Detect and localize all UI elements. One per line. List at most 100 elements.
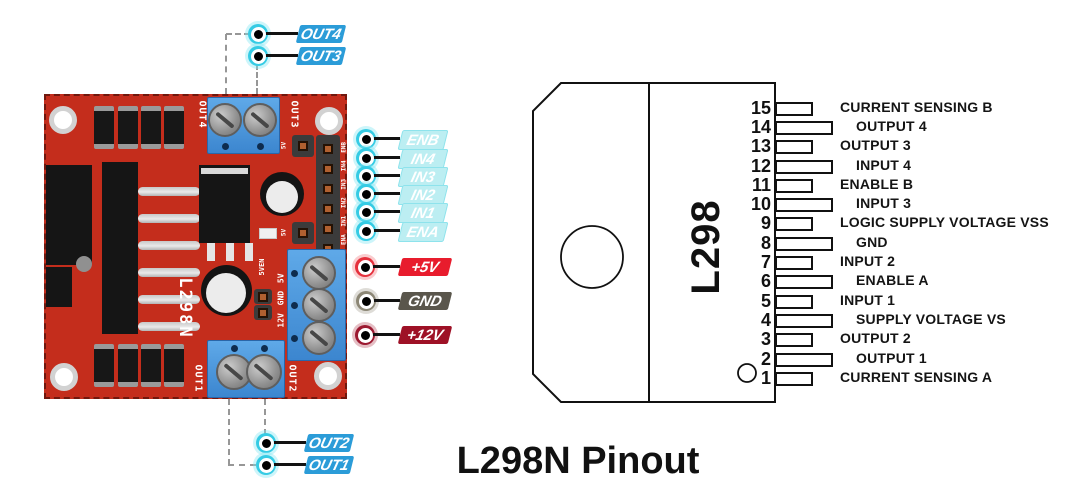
header-pad <box>323 144 333 154</box>
pin-lead <box>775 353 833 367</box>
pcb-board: 5VEN 5V 5V ENA IN1 IN2 IN3 IN4 ENB L298N… <box>44 94 348 399</box>
pin-label: OUTPUT 1 <box>856 350 927 366</box>
pin-label: INPUT 2 <box>840 253 896 269</box>
header-pad <box>323 204 333 214</box>
silkscreen-out3: OUT3 <box>288 100 300 129</box>
dashed-trace <box>264 399 266 435</box>
mounting-hole <box>314 362 342 390</box>
header-strip <box>316 135 340 261</box>
callout-label: OUT2 <box>303 434 355 452</box>
callout-wire <box>266 54 298 57</box>
diode <box>118 344 138 387</box>
pin-label: INPUT 3 <box>856 195 912 211</box>
callout-label: ENA <box>397 222 449 242</box>
dashed-trace <box>225 34 227 94</box>
pin-lead <box>775 372 813 386</box>
pin-lead <box>775 198 833 212</box>
mounting-hole <box>50 363 78 391</box>
pin-lead <box>775 140 813 154</box>
pin-dot <box>248 24 268 44</box>
pin-label: SUPPLY VOLTAGE VS <box>856 311 1006 327</box>
terminal-dot <box>222 143 229 150</box>
capacitor-top <box>206 273 246 313</box>
terminal-dot <box>257 143 264 150</box>
callout-wire <box>373 333 400 336</box>
callout-wire <box>374 210 400 213</box>
pin-number: 6 <box>760 271 771 291</box>
callout-wire <box>274 441 306 444</box>
pin-label: INPUT 1 <box>840 292 896 308</box>
capacitor-top <box>266 181 298 213</box>
terminal-dot <box>291 335 298 342</box>
diode <box>141 344 161 387</box>
pin-lead <box>775 217 813 231</box>
pin-dot <box>256 433 276 453</box>
pin-dot <box>355 257 375 277</box>
pin-lead <box>775 275 833 289</box>
pin-label: LOGIC SUPPLY VOLTAGE VSS <box>840 214 1049 230</box>
terminal-dot <box>291 302 298 309</box>
pin-number: 9 <box>760 213 771 233</box>
mounting-hole <box>315 107 343 135</box>
pin-label: OUTPUT 2 <box>840 330 911 346</box>
callout-wire <box>373 265 400 268</box>
pin-label: OUTPUT 4 <box>856 118 927 134</box>
pin-dot <box>356 148 376 168</box>
screw-slot <box>215 111 235 129</box>
silkscreen-out2: OUT2 <box>286 364 298 393</box>
terminal-screw <box>243 103 277 137</box>
pin-number: 13 <box>750 136 771 156</box>
callout-label: IN1 <box>397 203 449 223</box>
pin-lead <box>775 333 813 347</box>
callout-label: OUT4 <box>295 25 347 43</box>
pin-dot <box>248 46 268 66</box>
silkscreen-out4: OUT4 <box>196 100 208 129</box>
callout-label: IN4 <box>397 149 449 169</box>
dashed-trace <box>228 464 256 466</box>
heatsink-ic <box>102 162 138 334</box>
diode <box>141 106 161 149</box>
pin-dot-core <box>258 435 274 451</box>
silkscreen-5ven: 5VEN <box>258 258 266 276</box>
pin-dot <box>356 202 376 222</box>
ic-pin <box>138 322 200 331</box>
callout-label: +12V <box>397 326 453 344</box>
pin-dot-core <box>358 131 374 147</box>
ic-pin <box>138 268 200 277</box>
callout-wire <box>374 137 400 140</box>
screw-slot <box>309 296 329 314</box>
terminal-screw <box>302 288 336 322</box>
pin-lead <box>775 237 833 251</box>
header-pad <box>298 228 308 238</box>
callout-label: +5V <box>397 258 453 276</box>
pin-dot <box>356 184 376 204</box>
callout-wire <box>374 299 400 302</box>
callout-label: ENB <box>397 130 449 150</box>
ic-pin <box>138 187 200 196</box>
chip-name: L298 <box>684 199 728 295</box>
pin-number: 2 <box>760 349 771 369</box>
pin-dot-core <box>250 26 266 42</box>
pin-number: 11 <box>751 175 771 195</box>
pin-lead <box>775 295 813 309</box>
pin-number: 1 <box>760 368 771 388</box>
component-block <box>46 165 92 265</box>
pin-number: 7 <box>760 252 771 272</box>
jumper-pin-pad <box>258 308 268 318</box>
pin-dot-core <box>357 327 373 343</box>
regulator-leg <box>207 243 215 261</box>
pin-dot <box>355 325 375 345</box>
pin-dot-core <box>357 259 373 275</box>
callout-wire <box>374 192 400 195</box>
pin-label: CURRENT SENSING A <box>840 369 993 385</box>
terminal-screw <box>302 256 336 290</box>
callout-wire <box>266 32 298 35</box>
pin-number: 3 <box>760 329 771 349</box>
pin-dot <box>356 221 376 241</box>
terminal-screw <box>302 321 336 355</box>
header-pad <box>323 184 333 194</box>
callout-wire <box>274 463 306 466</box>
pin-number: 5 <box>760 291 771 311</box>
mounting-hole <box>49 106 77 134</box>
